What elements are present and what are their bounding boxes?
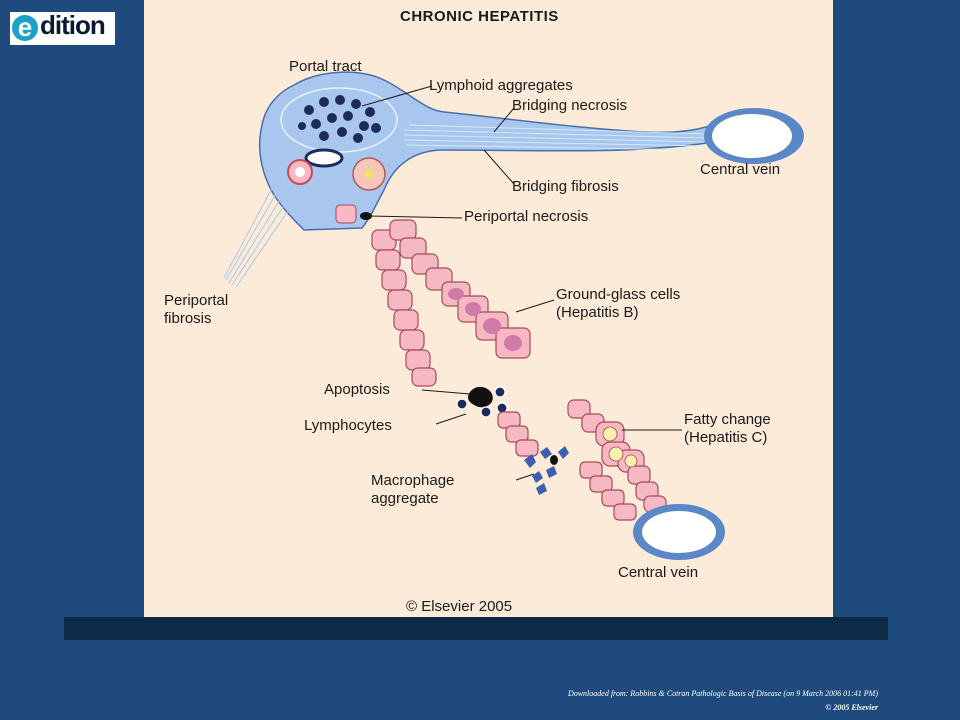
fat-droplets [602, 426, 638, 468]
central-vein-bottom-lumen [642, 511, 716, 553]
label-bridging-fibrosis: Bridging fibrosis [512, 178, 619, 195]
source-copyright: © 2005 Elsevier [825, 703, 878, 712]
figure-title: CHRONIC HEPATITIS [400, 8, 559, 25]
macrophage-body [550, 455, 558, 465]
label-macrophage-line2: aggregate [371, 490, 439, 507]
bridging-fibrosis-streaks [403, 124, 705, 151]
central-vein-top-lumen [712, 114, 792, 158]
portal-vein-shape [304, 148, 344, 168]
label-portal-tract: Portal tract [289, 58, 362, 75]
logo-initial: e [12, 14, 38, 41]
periportal-necrosis-cells [335, 204, 357, 224]
edition-logo: e dition [10, 10, 115, 45]
label-periportal-necrosis: Periportal necrosis [464, 208, 589, 225]
lymphocyte-cells [456, 386, 508, 418]
hepatocyte-plate-right [389, 219, 531, 359]
hepatocyte-plate-lower [497, 411, 637, 521]
hepatocyte-plate-fatty [567, 399, 667, 513]
label-bridging-necrosis: Bridging necrosis [512, 97, 628, 114]
figure-copyright: © Elsevier 2005 [406, 598, 513, 615]
label-fatty-change-line1: Fatty change [684, 411, 771, 428]
label-ground-glass-line1: Ground-glass cells [556, 286, 681, 303]
logo-text: dition [40, 10, 106, 40]
source-citation: Downloaded from: Robbins & Cotran Pathol… [567, 689, 878, 698]
hepatocyte-plate-left [371, 229, 437, 387]
label-macrophage-line1: Macrophage [371, 472, 455, 489]
chronic-hepatitis-figure: CHRONIC HEPATITIS Portal tract Lymphoid … [144, 0, 833, 617]
periportal-fibrosis-streaks [223, 174, 300, 288]
label-fatty-change-line2: (Hepatitis C) [684, 429, 768, 446]
leader-lines [361, 85, 682, 481]
ground-glass-inclusions [448, 288, 522, 351]
lymphoid-cells [298, 95, 381, 143]
bile-duct-lumen [364, 169, 374, 179]
macrophage-cells [524, 446, 569, 495]
label-central-vein-bottom: Central vein [618, 564, 699, 581]
hepatic-artery-lumen [295, 167, 305, 177]
caption-bar [64, 617, 888, 640]
label-central-vein-top: Central vein [700, 161, 781, 178]
apoptotic-body [468, 386, 493, 408]
label-ground-glass-line2: (Hepatitis B) [556, 304, 639, 321]
label-periportal-fibrosis-line1: Periportal [164, 292, 229, 309]
label-periportal-fibrosis-line2: fibrosis [164, 310, 212, 327]
periportal-necrosis-body [360, 212, 372, 220]
label-lymphoid-aggregates: Lymphoid aggregates [429, 77, 573, 94]
label-lymphocytes: Lymphocytes [304, 417, 392, 434]
diagram-illustration [223, 71, 804, 560]
label-apoptosis: Apoptosis [324, 381, 390, 398]
